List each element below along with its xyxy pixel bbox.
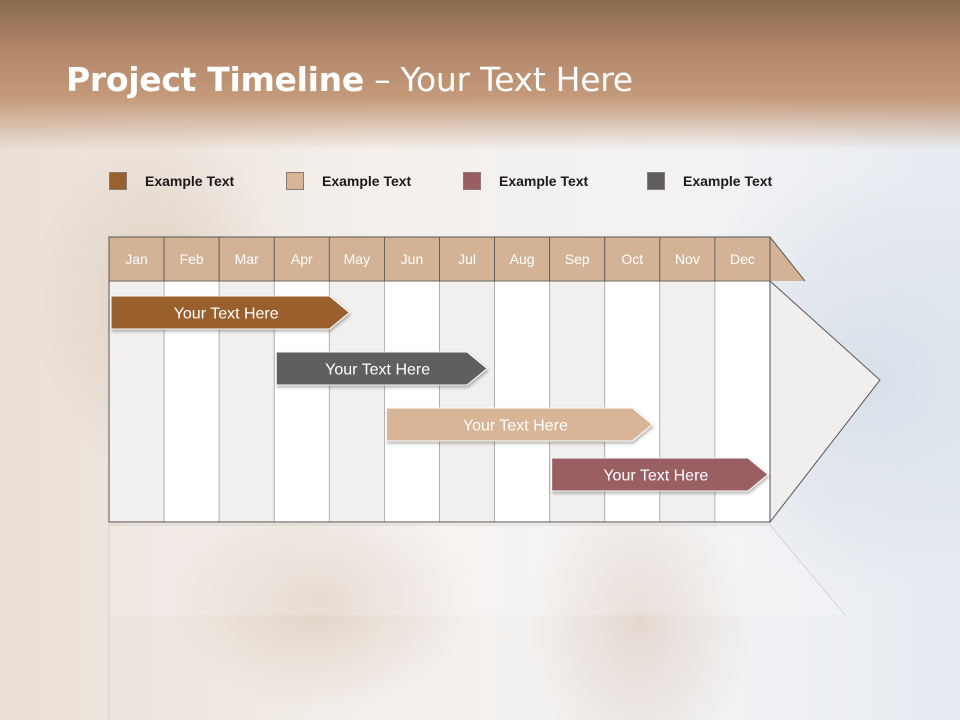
month-cell-jul bbox=[439, 236, 495, 282]
month-label-jul: Jul bbox=[458, 251, 476, 267]
legend-label-1: Example Text bbox=[145, 173, 235, 189]
legend-item-3: Example Text bbox=[463, 170, 588, 192]
legend-swatch-3 bbox=[463, 172, 481, 190]
month-label-oct: Oct bbox=[621, 251, 643, 267]
month-cell-sep bbox=[549, 236, 606, 282]
month-label-aug: Aug bbox=[510, 251, 535, 267]
task-bar-4: Your Text Here bbox=[551, 457, 769, 492]
legend-swatch-2 bbox=[286, 172, 304, 190]
month-label-jan: Jan bbox=[125, 251, 148, 267]
task-arrow-2 bbox=[275, 351, 488, 386]
month-column-aug bbox=[494, 280, 551, 523]
month-column-jun bbox=[384, 280, 440, 523]
legend-label-2: Example Text bbox=[322, 173, 412, 189]
month-cell-jun bbox=[384, 236, 440, 282]
task-bar-3: Your Text Here bbox=[385, 407, 654, 442]
month-header: Jan Feb Mar Apr May Jun Jul Aug Sep Oct Nov Dec bbox=[108, 236, 771, 282]
title-rest: – Your Text Here bbox=[363, 60, 633, 99]
grid-frame bbox=[108, 236, 771, 523]
task-arrow-1 bbox=[110, 295, 351, 330]
task-label-2: Your Text Here bbox=[325, 362, 430, 379]
month-label-mar: Mar bbox=[235, 251, 259, 267]
timeline-reflection bbox=[108, 524, 846, 720]
title-bold: Project Timeline bbox=[66, 60, 364, 99]
month-cell-oct bbox=[604, 236, 661, 282]
arrow-head-body bbox=[769, 279, 881, 524]
month-label-may: May bbox=[344, 251, 370, 267]
legend-swatch-4 bbox=[647, 172, 665, 190]
month-cell-may bbox=[328, 236, 385, 282]
legend-item-2: Example Text bbox=[286, 170, 411, 192]
legend-label-3: Example Text bbox=[499, 173, 589, 189]
month-label-nov: Nov bbox=[675, 251, 700, 267]
task-label-4: Your Text Here bbox=[603, 468, 708, 485]
task-bar-1: Your Text Here bbox=[110, 295, 351, 330]
month-label-feb: Feb bbox=[180, 251, 204, 267]
legend-item-1: Example Text bbox=[109, 170, 234, 192]
arrow-upper-edge bbox=[769, 236, 806, 282]
header-band bbox=[0, 0, 960, 150]
legend-item-4: Example Text bbox=[647, 170, 772, 192]
month-label-sep: Sep bbox=[565, 251, 590, 267]
page-title: Project Timeline – Your Text Here bbox=[66, 60, 633, 99]
task-label-3: Your Text Here bbox=[463, 418, 568, 435]
month-label-dec: Dec bbox=[730, 251, 755, 267]
month-cell-jan bbox=[108, 236, 165, 282]
task-arrow-4 bbox=[551, 457, 769, 492]
legend-label-4: Example Text bbox=[683, 173, 773, 189]
task-bar-2: Your Text Here bbox=[275, 351, 488, 386]
month-cell-apr bbox=[273, 236, 330, 282]
month-label-jun: Jun bbox=[401, 251, 424, 267]
legend-swatch-1 bbox=[109, 172, 127, 190]
task-arrow-3 bbox=[385, 407, 654, 442]
task-label-1: Your Text Here bbox=[174, 306, 279, 323]
month-cell-aug bbox=[494, 236, 551, 282]
month-column-jul bbox=[439, 280, 495, 523]
month-cell-mar bbox=[218, 236, 275, 282]
month-label-apr: Apr bbox=[291, 251, 313, 267]
